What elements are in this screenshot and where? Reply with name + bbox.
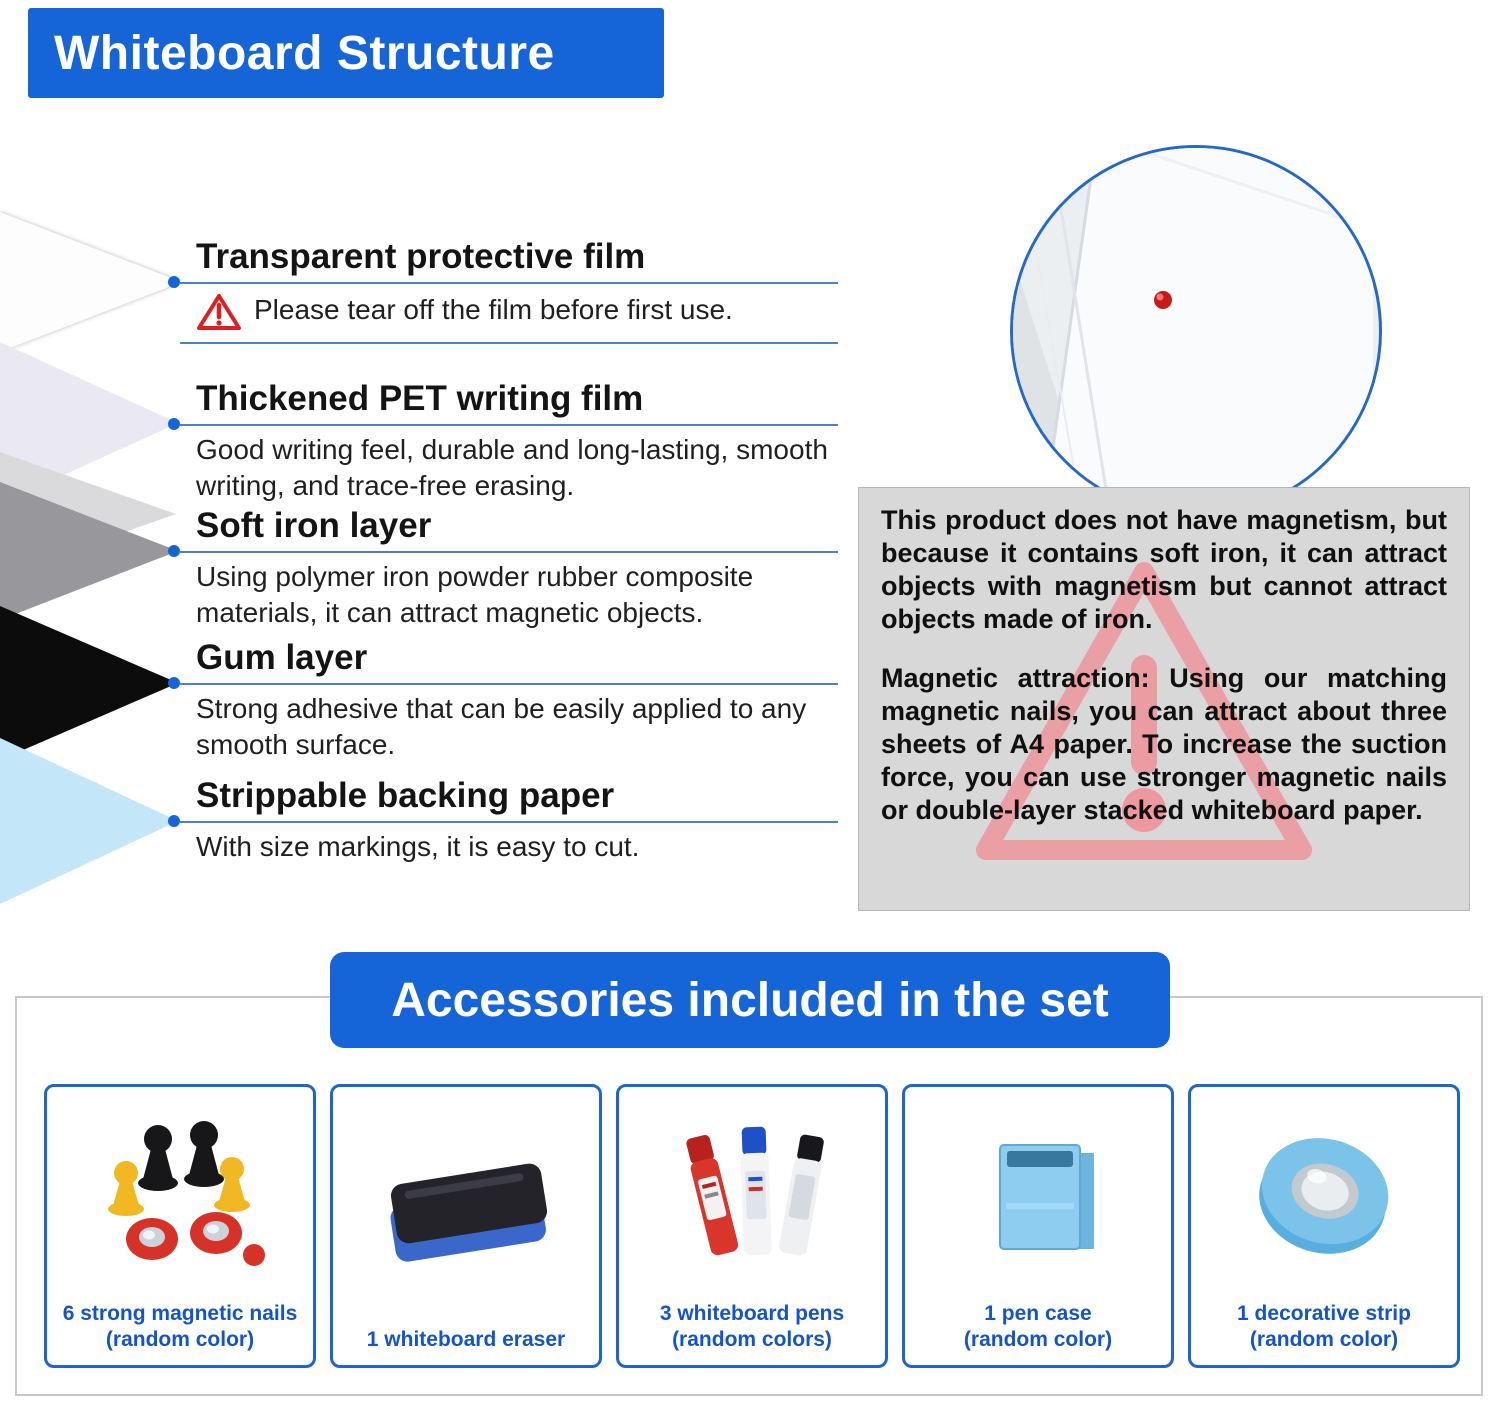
pen-case-image	[999, 1143, 1094, 1250]
accessory-card-decorative-strip: 1 decorative strip (random color)	[1188, 1084, 1460, 1368]
layer-triangle-protective-film	[0, 212, 182, 352]
layer-section-protective-film: Transparent protective film Please tear …	[180, 236, 846, 344]
accessory-label: 6 strong magnetic nails (random color)	[63, 1301, 298, 1365]
layer-triangle-soft-iron	[0, 482, 178, 620]
accessory-card-eraser: 1 whiteboard eraser	[330, 1084, 602, 1368]
layer-section-backing-paper: Strippable backing paper With size marki…	[180, 775, 846, 865]
layer-section-gum: Gum layer Strong adhesive that can be ea…	[180, 637, 846, 763]
accessories-title: Accessories included in the set	[330, 952, 1170, 1048]
layer-description: Good writing feel, durable and long-last…	[196, 434, 828, 501]
decorative-strip-image	[1259, 1137, 1389, 1254]
layer-heading: Soft iron layer	[196, 506, 432, 545]
layer-description: With size markings, it is easy to cut.	[196, 831, 640, 862]
divider	[180, 282, 838, 284]
accessory-name: 1 decorative strip	[1237, 1302, 1411, 1325]
layer-section-soft-iron: Soft iron layer Using polymer iron powde…	[180, 505, 846, 631]
magnetic-pin-dot	[1154, 291, 1172, 309]
divider	[180, 551, 838, 553]
accessory-label: 3 whiteboard pens (random colors)	[660, 1301, 844, 1365]
whiteboard-pens-image	[686, 1126, 824, 1255]
magnetic-nails-image	[108, 1120, 265, 1266]
eraser-image	[390, 1163, 548, 1262]
layer-triangle-gum	[0, 606, 178, 760]
accessory-note: (random colors)	[672, 1328, 832, 1351]
divider	[180, 821, 838, 823]
accessory-name: 3 whiteboard pens	[659, 1302, 845, 1325]
accessory-note: (random color)	[1249, 1328, 1399, 1351]
notice-paragraph-2: Magnetic attraction: Using our matching …	[881, 663, 1447, 825]
divider	[180, 683, 838, 685]
accessory-note: (random color)	[105, 1328, 255, 1351]
magnetism-notice-box: This product does not have magnetism, bu…	[858, 487, 1470, 911]
accessory-name: 6 strong magnetic nails	[62, 1302, 298, 1325]
product-photo	[1010, 145, 1382, 517]
layer-heading: Thickened PET writing film	[196, 379, 644, 418]
whiteboard-paper-photo	[1013, 148, 1379, 514]
notice-paragraph-1: This product does not have magnetism, bu…	[881, 505, 1447, 634]
layer-dot	[168, 418, 180, 430]
layer-dot	[168, 276, 180, 288]
accessory-name: 1 whiteboard eraser	[366, 1328, 566, 1351]
accessory-card-pen-case: 1 pen case (random color)	[902, 1084, 1174, 1368]
layer-description: Please tear off the film before first us…	[254, 294, 733, 325]
caution-watermark-icon	[976, 562, 1312, 860]
accessory-label: 1 whiteboard eraser	[367, 1327, 565, 1365]
layer-heading: Strippable backing paper	[196, 776, 615, 815]
layer-dot	[168, 815, 180, 827]
divider	[180, 424, 838, 426]
accessory-note: (random color)	[963, 1328, 1113, 1351]
layer-dot	[168, 545, 180, 557]
accessory-card-magnetic-nails: 6 strong magnetic nails (random color)	[44, 1084, 316, 1368]
layer-heading: Gum layer	[196, 638, 368, 677]
page-title: Whiteboard Structure	[28, 8, 664, 98]
accessory-card-pens: 3 whiteboard pens (random colors)	[616, 1084, 888, 1368]
accessory-label: 1 pen case (random color)	[964, 1301, 1112, 1365]
layer-description: Using polymer iron powder rubber composi…	[196, 561, 754, 628]
layer-section-pet-film: Thickened PET writing film Good writing …	[180, 378, 846, 504]
accessory-name: 1 pen case	[984, 1302, 1092, 1325]
layer-description: Strong adhesive that can be easily appli…	[196, 693, 807, 760]
layer-heading: Transparent protective film	[196, 237, 646, 276]
divider	[180, 342, 838, 344]
layer-dot	[168, 677, 180, 689]
accessory-label: 1 decorative strip (random color)	[1237, 1301, 1411, 1365]
warning-icon	[197, 294, 241, 330]
layer-triangle-backing-paper	[0, 738, 178, 904]
